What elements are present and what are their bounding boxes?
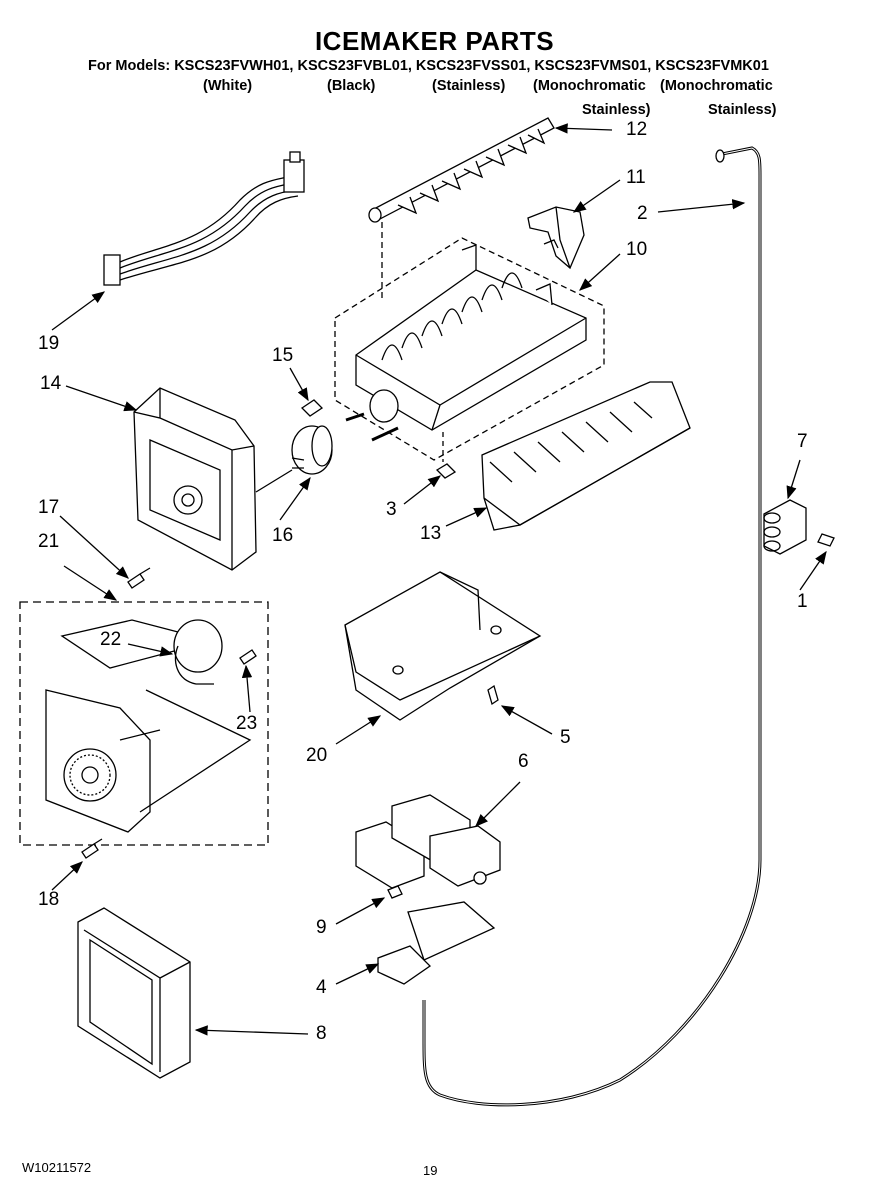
- screw-23-part: [239, 649, 257, 665]
- leader-15: [289, 367, 309, 402]
- callout-22: 22: [100, 629, 122, 650]
- callout-7: 7: [797, 431, 808, 452]
- thermostat-clip-part: [300, 399, 324, 417]
- callout-11: 11: [626, 167, 646, 188]
- variant-monochromatic-1: (Monochromatic: [533, 78, 646, 94]
- clip-part: [435, 463, 457, 479]
- motor-part: [173, 619, 223, 685]
- document-number: W10211572: [22, 1160, 92, 1175]
- mold-heater-part: [345, 244, 587, 442]
- leader-18: [51, 861, 83, 891]
- callout-1: 1: [797, 591, 808, 612]
- leader-5: [500, 705, 553, 735]
- callout-16: 16: [272, 525, 294, 546]
- fill-tube-part: [422, 146, 762, 1107]
- leader-14: [65, 385, 138, 412]
- callout-2: 2: [637, 203, 648, 224]
- callout-5: 5: [560, 727, 571, 748]
- leader-4: [335, 963, 380, 985]
- variant-stainless: (Stainless): [432, 78, 506, 94]
- callout-23: 23: [236, 713, 258, 734]
- variant-white: (White): [203, 78, 253, 94]
- leader-9: [335, 897, 386, 925]
- leader-12: [554, 123, 613, 134]
- bracket-part: [527, 206, 585, 270]
- callout-20: 20: [306, 745, 328, 766]
- callout-18: 18: [38, 889, 60, 910]
- screw-5-part: [487, 684, 499, 706]
- leader-23: [241, 664, 253, 713]
- screw-17-part: [127, 567, 151, 589]
- callout-9: 9: [316, 917, 327, 938]
- gear-plate-part: [45, 689, 161, 833]
- leader-3: [403, 475, 442, 505]
- access-cover-part: [77, 907, 191, 1079]
- leader-16: [279, 476, 311, 521]
- water-valve-part: [355, 794, 501, 889]
- valve-bracket-part: [377, 945, 432, 985]
- variant-black: (Black): [327, 78, 376, 94]
- leader-17: [59, 515, 129, 579]
- callout-8: 8: [316, 1023, 327, 1044]
- tube-clamp-part: [763, 499, 807, 555]
- leader-19: [51, 291, 106, 331]
- thermostat-part: [291, 425, 333, 475]
- page-number: 19: [423, 1163, 438, 1178]
- variant-monochromatic-2: (Monochromatic: [660, 78, 773, 94]
- leader-22: [127, 643, 174, 657]
- callout-3: 3: [386, 499, 397, 520]
- callout-17: 17: [38, 497, 60, 518]
- leader-1: [799, 550, 827, 591]
- front-cover-part: [481, 381, 691, 531]
- callout-10: 10: [626, 239, 648, 260]
- callout-15: 15: [272, 345, 294, 366]
- wire-harness-part: [103, 151, 305, 286]
- models-line: For Models: KSCS23FVWH01, KSCS23FVBL01, …: [88, 58, 769, 74]
- leader-20: [335, 715, 382, 745]
- callout-13: 13: [420, 523, 442, 544]
- screw-1-part: [817, 533, 835, 547]
- leader-8: [194, 1025, 309, 1036]
- callout-12: 12: [626, 119, 648, 140]
- callout-19: 19: [38, 333, 60, 354]
- variant-stainless-1: Stainless): [582, 102, 651, 118]
- control-housing-part: [133, 387, 257, 571]
- leader-10: [579, 253, 621, 291]
- valve-plate-outline: [407, 901, 496, 961]
- leader-7: [786, 459, 801, 500]
- variant-stainless-2: Stainless): [708, 102, 777, 118]
- callout-4: 4: [316, 977, 327, 998]
- leader-21: [63, 565, 118, 601]
- mounting-plate-part: [344, 571, 542, 721]
- leader-13: [445, 507, 488, 527]
- ejector-rod-part: [368, 117, 555, 223]
- callout-6: 6: [518, 751, 529, 772]
- leader-2: [657, 199, 746, 213]
- leader-6: [475, 781, 521, 827]
- screw-9-part: [387, 885, 403, 899]
- leader-11: [572, 179, 621, 213]
- callout-21: 21: [38, 531, 60, 552]
- page-title: ICEMAKER PARTS: [314, 26, 555, 56]
- screw-18-part: [81, 838, 103, 859]
- callout-14: 14: [40, 373, 62, 394]
